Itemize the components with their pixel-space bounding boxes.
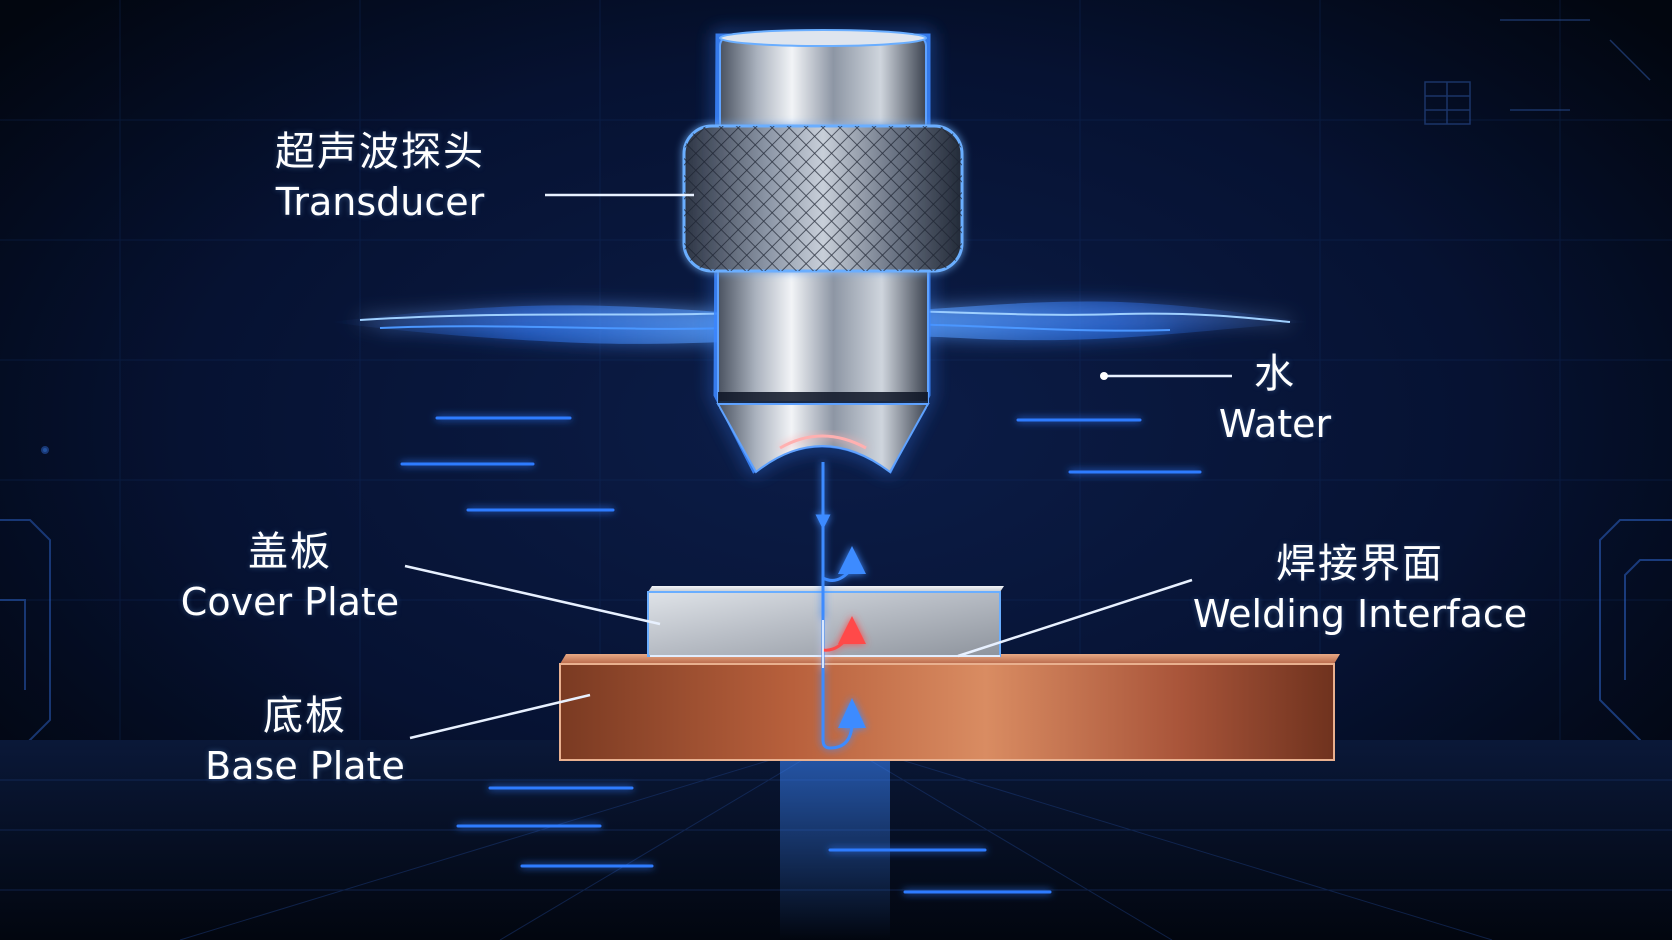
transducer	[682, 29, 964, 474]
reflection-interface-arrowhead	[838, 616, 866, 644]
label-base-plate-en: Base Plate	[205, 744, 405, 788]
label-cover-plate-zh: 盖板	[248, 529, 332, 575]
leader-base-plate	[409, 693, 591, 740]
transducer-upper-cylinder	[719, 35, 927, 137]
ultrasound-paths	[815, 462, 866, 750]
label-welding-interface-zh: 焊接界面	[1276, 541, 1444, 587]
motion-streaks	[400, 416, 1202, 894]
label-cover-plate-en: Cover Plate	[180, 580, 400, 624]
reflection-top-arrowhead	[838, 546, 866, 574]
label-transducer: 超声波探头 Transducer	[245, 128, 515, 226]
hud-decoration-top-right	[1424, 19, 1651, 125]
label-base-plate: 底板 Base Plate	[185, 692, 425, 790]
transducer-lower-cylinder	[717, 261, 929, 403]
leader-lines	[404, 193, 1232, 740]
label-base-plate-zh: 底板	[263, 693, 347, 739]
cover-plate	[647, 586, 1004, 657]
incident-wave-path	[821, 522, 854, 750]
leader-welding-interface	[957, 578, 1193, 658]
reflection-bottom-arrowhead	[838, 698, 866, 728]
leader-cover-plate	[404, 564, 661, 626]
knurled-ring	[682, 124, 964, 273]
label-cover-plate: 盖板 Cover Plate	[165, 528, 415, 626]
label-water: 水 Water	[1200, 350, 1350, 448]
leader-water-dot	[1100, 372, 1108, 380]
label-welding-interface-en: Welding Interface	[1192, 592, 1528, 636]
hud-decoration-left	[0, 446, 51, 751]
label-transducer-en: Transducer	[275, 180, 485, 224]
label-water-zh: 水	[1254, 351, 1296, 397]
label-water-en: Water	[1218, 402, 1332, 446]
transducer-top-cap	[719, 29, 927, 47]
base-plate	[559, 654, 1340, 761]
label-transducer-zh: 超声波探头	[275, 129, 485, 175]
transducer-tip	[716, 403, 930, 474]
label-welding-interface: 焊接界面 Welding Interface	[1170, 540, 1550, 638]
transducer-face-glow	[779, 434, 867, 450]
